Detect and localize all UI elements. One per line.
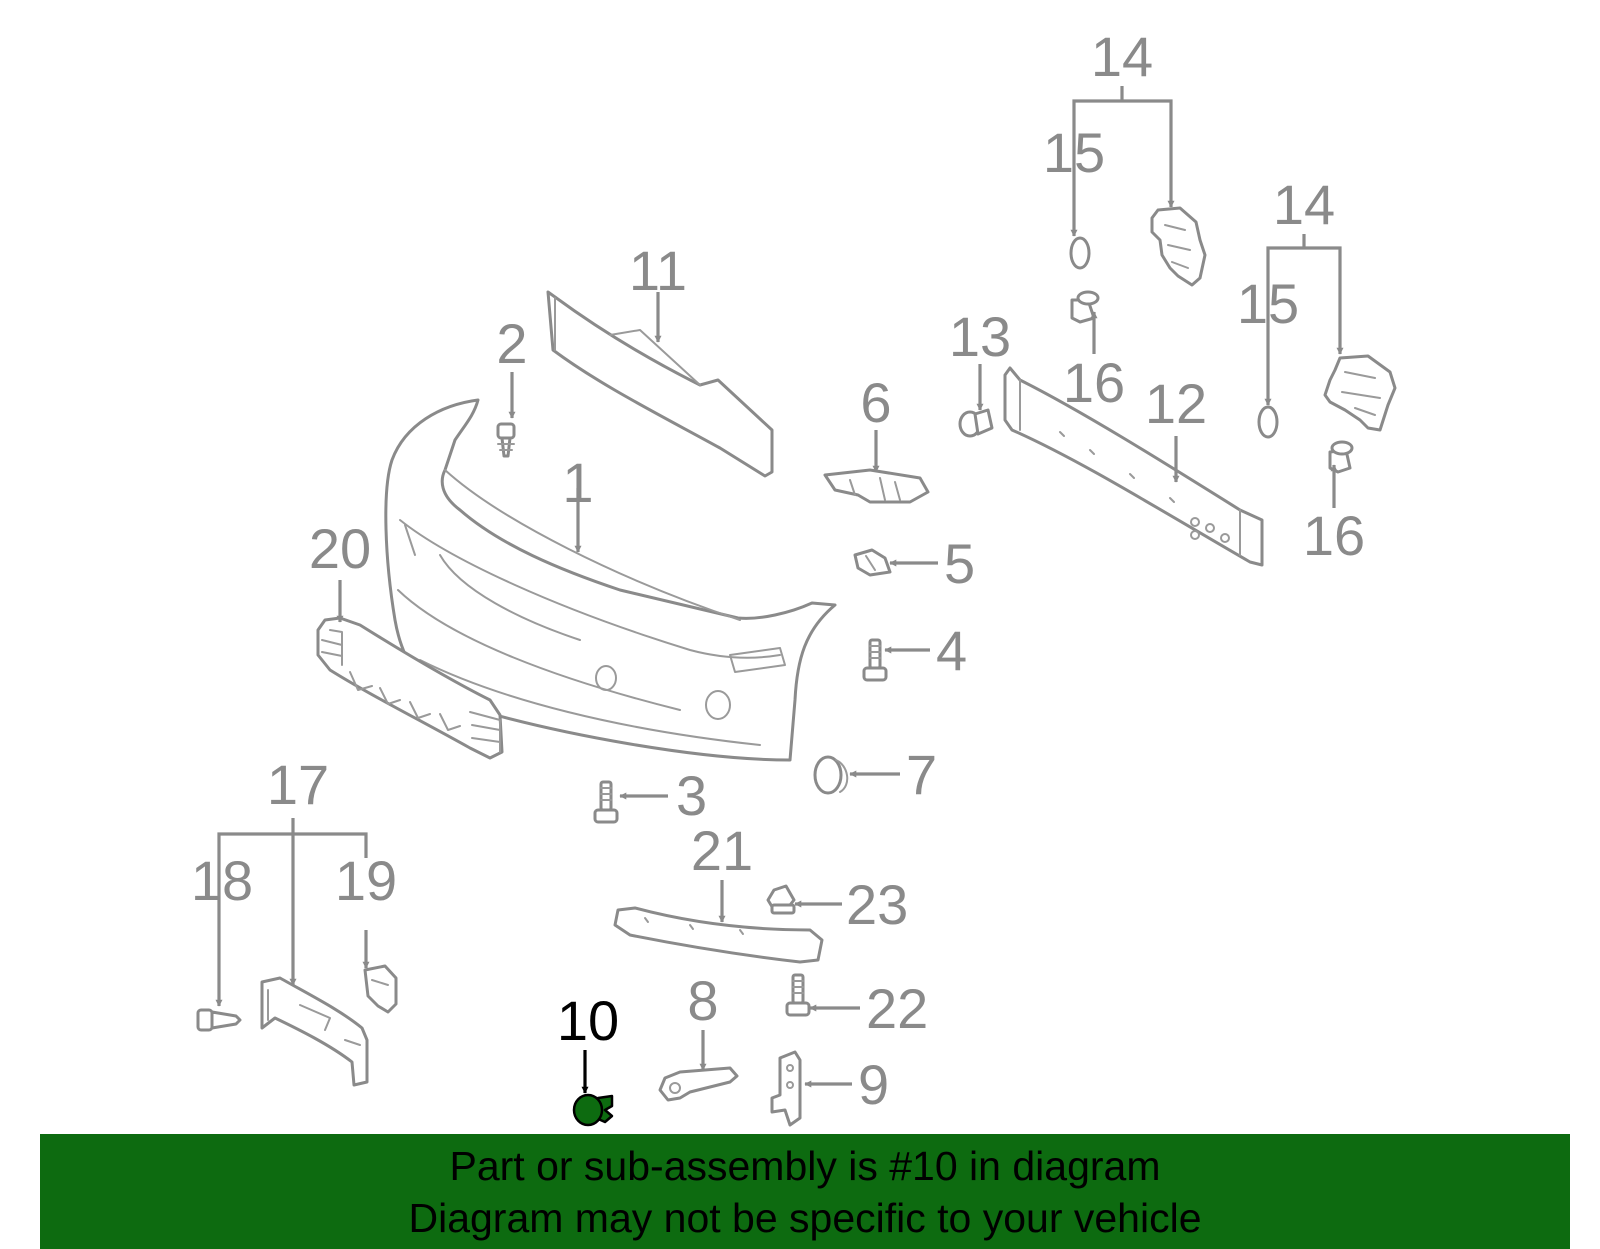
bolt-18-part [196,1008,242,1032]
callout-17: 17 [267,753,329,816]
callout-18: 18 [191,849,253,912]
callout-12: 12 [1145,372,1207,435]
bracket-9-part [770,1050,802,1127]
bolt-22-part [785,973,811,1017]
bracket-14-upper-part [1150,206,1207,287]
o-ring-15-lower-part [1257,405,1279,439]
grille-insert-part [546,290,774,478]
absorber-21-part [613,906,824,964]
o-ring-15-upper-part [1069,236,1091,270]
callout-6: 6 [860,371,891,434]
nut-23-part [766,884,796,915]
callout-10: 10 [557,989,619,1052]
bracket-14-lower-part [1323,354,1397,432]
callout-2: 2 [496,312,527,375]
callout-7: 7 [906,743,937,806]
clip-19-part [363,964,398,1014]
clip-2-part [496,422,516,458]
leader-lines [215,86,1344,1094]
banner-line-part-number: Part or sub-assembly is #10 in diagram [449,1142,1161,1189]
callout-20: 20 [309,517,371,580]
license-bracket-17-part [260,976,369,1087]
bracket-6-part [823,468,930,504]
callout-19: 19 [335,849,397,912]
callout-5: 5 [944,532,975,595]
banner-line-disclaimer: Diagram may not be specific to your vehi… [408,1194,1202,1241]
grommet-16-upper-part [1070,290,1100,324]
callout-16-lower: 16 [1303,504,1365,567]
cap-7-part [813,755,849,795]
callout-3: 3 [676,764,707,827]
callout-8: 8 [687,969,718,1032]
callout-16-upper: 16 [1063,351,1125,414]
reinforcement-12-part [1003,366,1264,567]
callout-11: 11 [629,239,687,302]
bumper-cover-part [384,398,837,762]
info-banner: Part or sub-assembly is #10 in diagram D… [40,1134,1570,1249]
highlighted-part-10[interactable] [572,1093,614,1127]
callout-1: 1 [562,451,593,514]
callout-23: 23 [846,873,908,936]
grommet-13-part [958,408,994,438]
callout-15-lower: 15 [1237,272,1299,335]
callout-15-upper: 15 [1043,121,1105,184]
lower-grille-20-part [316,616,504,760]
callout-14-upper: 14 [1091,25,1153,88]
bolt-3-part [593,780,619,824]
bolt-4-part [862,638,888,682]
callout-21: 21 [691,819,753,882]
callout-9: 9 [858,1053,889,1116]
callout-22: 22 [866,977,928,1040]
bracket-8-part [658,1066,739,1102]
callout-4: 4 [936,619,967,682]
callout-14-lower: 14 [1273,173,1335,236]
retainer-5-part [853,548,892,577]
callout-labels: 1 2 3 4 5 6 7 8 9 10 11 12 13 14 14 15 1… [191,25,1365,1116]
callout-13: 13 [949,305,1011,368]
